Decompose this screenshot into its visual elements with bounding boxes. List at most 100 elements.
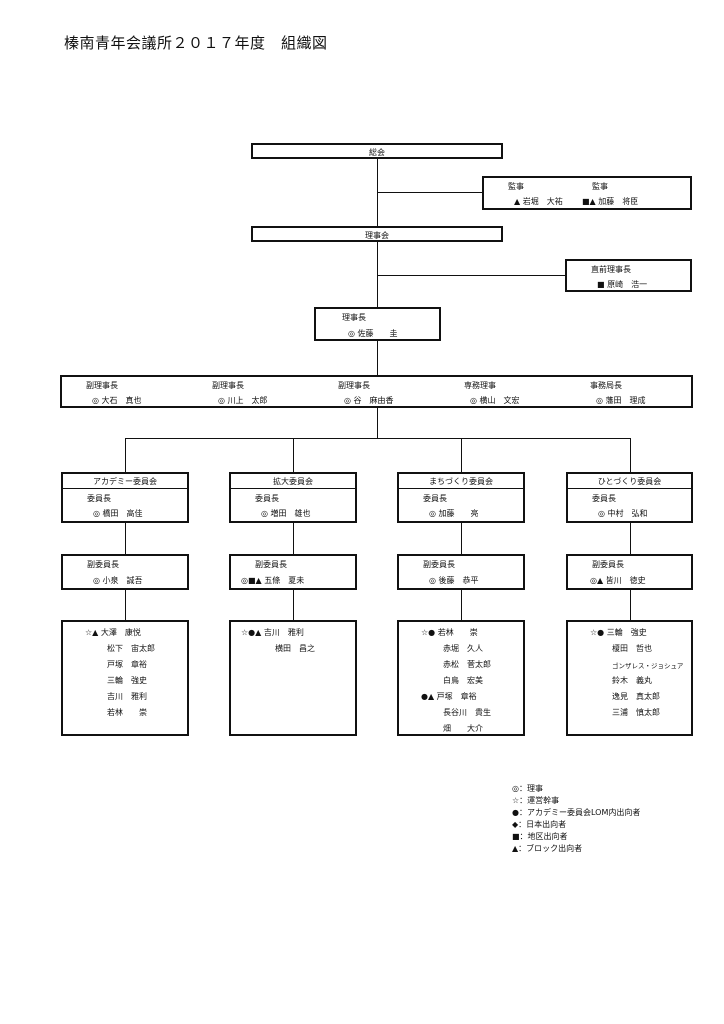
- committee-name: 拡大委員会: [273, 477, 313, 486]
- connector-prev-president: [377, 275, 565, 276]
- member-item: 松下 宙太郎: [107, 644, 155, 653]
- exec-role-3: 副理事長: [338, 381, 370, 390]
- vice-chair-box-community: 副委員長 ◎ 後藤 恭平: [397, 554, 525, 590]
- member-item: 若林 崇: [107, 708, 147, 717]
- connector-c4-members: [630, 589, 631, 620]
- auditor-header-1: 監事: [508, 182, 524, 191]
- connector-c1-vice: [125, 522, 126, 554]
- member-item: ●▲ 戸塚 章裕: [421, 692, 477, 701]
- member-item: 吉川 雅利: [107, 692, 147, 701]
- vice-chair: ◎ 小泉 誠吾: [93, 576, 143, 585]
- legend-item: ☆：運営幹事: [512, 796, 560, 805]
- members-box-community: ☆● 若林 崇 赤堀 久人 赤松 菅太郎 白鳥 宏美 ●▲ 戸塚 章裕 長谷川 …: [397, 620, 525, 736]
- connector-c1-members: [125, 589, 126, 620]
- member-item: 畑 大介: [443, 724, 483, 733]
- member-item: ☆● 若林 崇: [421, 628, 478, 637]
- committee-name: ひとづくり委員会: [597, 477, 662, 486]
- exec-role-5: 事務局長: [590, 381, 622, 390]
- member-item: 戸塚 章裕: [107, 660, 147, 669]
- vice-chair-label: 副委員長: [592, 560, 624, 569]
- connector-c3-vice: [461, 522, 462, 554]
- connector-c2-members: [293, 589, 294, 620]
- legend: ◎：理事 ☆：運営幹事 ●：アカデミー委員会LOM内出向者 ◆：日本出向者 ■：…: [512, 783, 640, 855]
- president-box: 理事長 ◎ 佐藤 圭: [314, 307, 441, 341]
- connector-c3-members: [461, 589, 462, 620]
- members-box-people: ☆● 三輪 強史 榎田 哲也 ゴンザレス・ジョシュア 鈴木 義丸 逸見 真太郎 …: [566, 620, 693, 736]
- exec-member-5: ◎ 藩田 理成: [596, 396, 646, 405]
- connector-auditors: [377, 192, 482, 193]
- member-item: 逸見 真太郎: [612, 692, 660, 701]
- legend-item: ■：地区出向者: [512, 832, 568, 841]
- member-item: 三浦 慎太郎: [612, 708, 660, 717]
- committee-name: まちづくり委員会: [429, 477, 493, 486]
- vice-chair: ◎ 後藤 恭平: [429, 576, 479, 585]
- member-item: 榎田 哲也: [612, 644, 652, 653]
- member-item: ゴンザレス・ジョシュア: [612, 662, 684, 670]
- vice-chair-label: 副委員長: [423, 560, 455, 569]
- auditors-box: 監事 監事 ▲ 岩堀 大祐 ■▲ 加藤 将臣: [482, 176, 692, 210]
- legend-item: ◆：日本出向者: [512, 820, 567, 829]
- vice-chair: ◎▲ 皆川 徳史: [590, 576, 646, 585]
- member-item: 長谷川 貴生: [443, 708, 491, 717]
- vice-chair-label: 副委員長: [87, 560, 119, 569]
- president-member: ◎ 佐藤 圭: [348, 329, 398, 338]
- board-label: 理事会: [365, 231, 389, 240]
- member-item: 横田 昌之: [275, 644, 315, 653]
- members-box-expansion: ☆●▲ 吉川 雅利 横田 昌之: [229, 620, 357, 736]
- committee-chair-label: 委員長: [592, 494, 616, 503]
- member-item: 三輪 強史: [107, 676, 147, 685]
- connector-committee-3: [461, 438, 462, 472]
- general-assembly-label: 総会: [369, 148, 385, 157]
- vice-chair-box-people: 副委員長 ◎▲ 皆川 徳史: [566, 554, 693, 590]
- legend-item: ▲：ブロック出向者: [512, 844, 583, 853]
- exec-member-1: ◎ 大石 真也: [92, 396, 142, 405]
- member-item: ☆●▲ 吉川 雅利: [241, 628, 304, 637]
- committee-chair-label: 委員長: [255, 494, 279, 503]
- president-header: 理事長: [342, 313, 366, 322]
- member-item: 赤堀 久人: [443, 644, 483, 653]
- exec-member-2: ◎ 川上 太郎: [218, 396, 268, 405]
- committee-chair-label: 委員長: [87, 494, 111, 503]
- exec-member-4: ◎ 横山 文宏: [470, 396, 520, 405]
- vice-chair: ◎■▲ 五條 夏未: [241, 576, 305, 585]
- committee-name: アカデミー委員会: [93, 477, 157, 486]
- legend-item: ●：アカデミー委員会LOM内出向者: [512, 808, 641, 817]
- executives-box: 副理事長 ◎ 大石 真也 副理事長 ◎ 川上 太郎 副理事長 ◎ 谷 麻由香 専…: [60, 375, 693, 408]
- board-box: 理事会: [251, 226, 503, 242]
- members-box-academy: ☆▲ 大澤 康悦 松下 宙太郎 戸塚 章裕 三輪 強史 吉川 雅利 若林 崇: [61, 620, 189, 736]
- committee-box-people: ひとづくり委員会 委員長 ◎ 中村 弘和: [566, 472, 693, 523]
- member-item: ☆▲ 大澤 康悦: [85, 628, 141, 637]
- committee-chair: ◎ 橋田 高佳: [93, 509, 143, 518]
- vice-chair-box-expansion: 副委員長 ◎■▲ 五條 夏未: [229, 554, 357, 590]
- connector-committee-2: [293, 438, 294, 472]
- vice-chair-label: 副委員長: [255, 560, 287, 569]
- connector-c4-vice: [630, 522, 631, 554]
- prev-president-box: 直前理事長 ■ 原崎 浩一: [565, 259, 692, 292]
- committee-chair: ◎ 中村 弘和: [598, 509, 648, 518]
- member-item: ☆● 三輪 強史: [590, 628, 647, 637]
- legend-item: ◎：理事: [512, 784, 543, 793]
- auditor-header-2: 監事: [592, 182, 608, 191]
- connector-committee-1: [125, 438, 126, 472]
- connector-committees-horizontal: [125, 438, 631, 439]
- committee-chair-label: 委員長: [423, 494, 447, 503]
- connector-president-exec: [377, 340, 378, 376]
- member-item: 鈴木 義丸: [612, 676, 652, 685]
- committee-box-academy: アカデミー委員会 委員長 ◎ 橋田 高佳: [61, 472, 189, 523]
- general-assembly-box: 総会: [251, 143, 503, 159]
- auditor-member-1: ▲ 岩堀 大祐: [514, 197, 563, 206]
- auditor-member-2: ■▲ 加藤 将臣: [582, 197, 639, 206]
- connector-committee-4: [630, 438, 631, 472]
- member-item: 赤松 菅太郎: [443, 660, 491, 669]
- page-title: 榛南青年会議所２０１７年度 組織図: [64, 34, 328, 52]
- exec-role-4: 専務理事: [464, 381, 496, 390]
- prev-president-header: 直前理事長: [591, 265, 631, 274]
- committee-chair: ◎ 加藤 亮: [429, 509, 479, 518]
- exec-role-2: 副理事長: [212, 381, 244, 390]
- committee-box-expansion: 拡大委員会 委員長 ◎ 増田 雄也: [229, 472, 357, 523]
- member-item: 白鳥 宏美: [443, 676, 483, 685]
- prev-president-member: ■ 原崎 浩一: [597, 280, 648, 289]
- vice-chair-box-academy: 副委員長 ◎ 小泉 誠吾: [61, 554, 189, 590]
- connector-exec-committees: [377, 406, 378, 438]
- exec-member-3: ◎ 谷 麻由香: [344, 396, 394, 405]
